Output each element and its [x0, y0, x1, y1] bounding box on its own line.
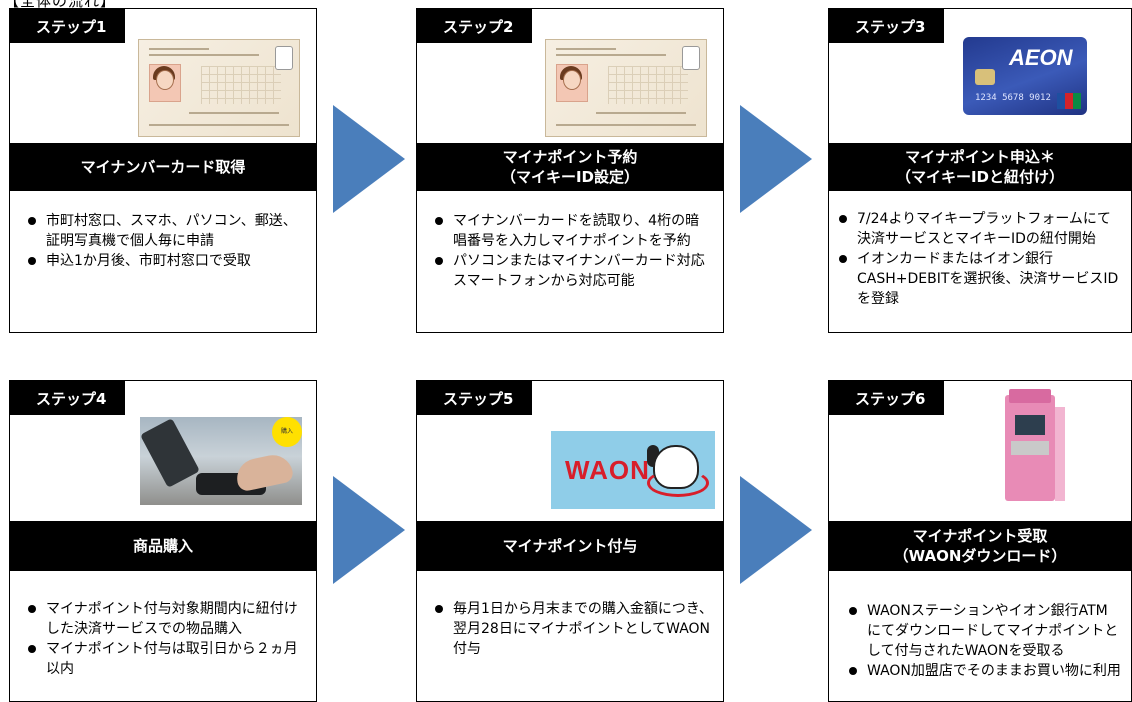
card-payment-photo: 購入 [140, 417, 302, 505]
step-3-title-line-1: マイナポイント申込＊ [905, 148, 1055, 166]
step-6-title: マイナポイント受取 （WAONダウンロード） [828, 521, 1132, 571]
my-number-card-image [545, 39, 707, 137]
step-1-title-line-1: マイナンバーカード取得 [80, 158, 246, 176]
purchase-badge: 購入 [272, 417, 302, 447]
step-6-bullet-1: WAONステーションやイオン銀行ATMにてダウンロードしてマイナポイントとして付… [845, 601, 1121, 661]
step-2-label: ステップ2 [417, 9, 532, 43]
step-6-bullets: WAONステーションやイオン銀行ATMにてダウンロードしてマイナポイントとして付… [845, 601, 1121, 681]
arrow-right-icon [740, 105, 812, 213]
step-4-card: ステップ4 購入 商品購入 マイナポイント付与対象期間内に紐付けした決済サービス… [9, 380, 317, 702]
step-3-bullet-1: 7/24よりマイキープラットフォームにて決済サービスとマイキーIDの紐付開始 [835, 209, 1121, 249]
step-5-title: マイナポイント付与 [416, 521, 724, 571]
step-5-label: ステップ5 [417, 381, 532, 415]
aeon-logo: AEON [1009, 45, 1073, 70]
waon-wordmark: WAON [565, 455, 650, 485]
step-2-bullet-2: パソコンまたはマイナンバーカード対応スマートフォンから対応可能 [431, 251, 713, 291]
step-6-card: ステップ6 マイナポイント受取 （WAONダウンロード） WAONステーションや… [828, 380, 1132, 702]
step-5-title-line-1: マイナポイント付与 [502, 537, 638, 555]
step-1-bullet-2: 申込1か月後、市町村窓口で受取 [24, 251, 306, 271]
step-3-bullets: 7/24よりマイキープラットフォームにて決済サービスとマイキーIDの紐付開始 イ… [835, 209, 1121, 309]
step-2-bullets: マイナンバーカードを読取り、4桁の暗唱番号を入力しマイナポイントを予約 パソコン… [431, 211, 713, 291]
step-2-title-line-2: （マイキーID設定） [500, 168, 640, 186]
step-5-bullet-1: 毎月1日から月末までの購入金額につき、翌月28日にマイナポイントとしてWAON付… [431, 599, 713, 659]
step-1-bullet-1: 市町村窓口、スマホ、パソコン、郵送、証明写真機で個人毎に申請 [24, 211, 306, 251]
step-6-bullet-2: WAON加盟店でそのままお買い物に利用 [845, 661, 1121, 681]
my-number-card-image [138, 39, 300, 137]
step-2-title: マイナポイント予約 （マイキーID設定） [416, 143, 724, 191]
aeon-card-image: AEON 1234 5678 9012 [963, 37, 1087, 115]
step-4-label: ステップ4 [10, 381, 125, 415]
step-6-title-line-1: マイナポイント受取 [912, 527, 1048, 545]
waon-station-atm-image [993, 387, 1073, 509]
step-4-bullet-1: マイナポイント付与対象期間内に紐付けした決済サービスでの物品購入 [24, 599, 306, 639]
aeon-card-number: 1234 5678 9012 [975, 93, 1051, 103]
arrow-right-icon [333, 105, 405, 213]
arrow-right-icon [740, 476, 812, 584]
step-4-bullets: マイナポイント付与対象期間内に紐付けした決済サービスでの物品購入 マイナポイント… [24, 599, 306, 679]
step-2-bullet-1: マイナンバーカードを読取り、4桁の暗唱番号を入力しマイナポイントを予約 [431, 211, 713, 251]
step-6-title-line-2: （WAONダウンロード） [893, 547, 1067, 565]
step-4-bullet-2: マイナポイント付与は取引日から２ヵ月以内 [24, 639, 306, 679]
step-4-title-line-1: 商品購入 [132, 537, 193, 555]
step-1-bullets: 市町村窓口、スマホ、パソコン、郵送、証明写真機で個人毎に申請 申込1か月後、市町… [24, 211, 306, 271]
step-1-card: ステップ1 マイナンバーカード取得 市町村窓口、スマホ、パソコン、郵送、証明写真… [9, 8, 317, 333]
step-3-title-line-2: （マイキーIDと紐付け） [895, 168, 1065, 186]
step-2-title-line-1: マイナポイント予約 [502, 148, 638, 166]
step-2-card: ステップ2 マイナポイント予約 （マイキーID設定） マイナンバーカードを読取り… [416, 8, 724, 333]
step-5-card: ステップ5 WAON マイナポイント付与 毎月1日から月末までの購入金額につき、… [416, 380, 724, 702]
step-3-bullet-2: イオンカードまたはイオン銀行CASH+DEBITを選択後、決済サービスIDを登録 [835, 249, 1121, 309]
step-4-title: 商品購入 [9, 521, 317, 571]
step-5-bullets: 毎月1日から月末までの購入金額につき、翌月28日にマイナポイントとしてWAON付… [431, 599, 713, 659]
waon-logo-image: WAON [551, 431, 715, 509]
step-1-label: ステップ1 [10, 9, 125, 43]
step-3-label: ステップ3 [829, 9, 944, 43]
page-header-fragment: 【全体の流れ】 [4, 0, 117, 10]
arrow-right-icon [333, 476, 405, 584]
step-1-title: マイナンバーカード取得 [9, 143, 317, 191]
step-3-title: マイナポイント申込＊ （マイキーIDと紐付け） [828, 143, 1132, 191]
step-6-label: ステップ6 [829, 381, 944, 415]
step-3-card: ステップ3 AEON 1234 5678 9012 マイナポイント申込＊ （マイ… [828, 8, 1132, 333]
